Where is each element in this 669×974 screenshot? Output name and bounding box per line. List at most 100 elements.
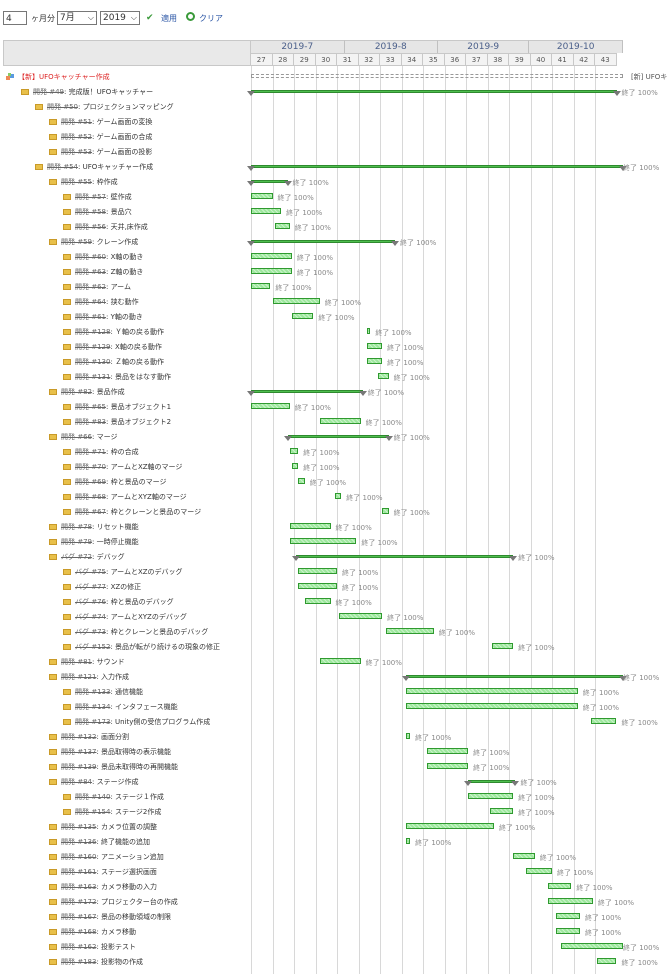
issue-subject[interactable]: 開発 #130: Ｚ軸の戻る動作 bbox=[75, 357, 164, 367]
issue-row[interactable]: 開発 #65: 景品オブジェクト1 bbox=[3, 400, 251, 415]
task-bar[interactable] bbox=[382, 508, 389, 514]
issue-tracker-link[interactable]: 開発 #133 bbox=[75, 688, 111, 696]
issue-row[interactable]: 開発 #51: ゲーム画面の変換 bbox=[3, 115, 251, 130]
issue-subject[interactable]: 開発 #71: 枠の合成 bbox=[75, 447, 139, 457]
task-bar[interactable] bbox=[547, 883, 572, 889]
issue-row[interactable]: 開発 #69: 枠と景品のマージ bbox=[3, 475, 251, 490]
issue-subject[interactable]: バグ #76: 枠と景品のデバッグ bbox=[75, 597, 174, 607]
task-bar[interactable] bbox=[319, 418, 361, 424]
issue-tracker-link[interactable]: 開発 #121 bbox=[61, 673, 97, 681]
issue-subject[interactable]: バグ #152: 景品が転がり続けるの現象の修正 bbox=[75, 642, 220, 652]
issue-tracker-link[interactable]: 開発 #56 bbox=[75, 223, 106, 231]
issue-tracker-link[interactable]: 開発 #69 bbox=[75, 478, 106, 486]
issue-row[interactable]: 開発 #63: Z軸の動き bbox=[3, 265, 251, 280]
issue-row[interactable]: 開発 #172: プロジェクター台の作成 bbox=[3, 895, 251, 910]
issue-subject[interactable]: 開発 #58: 景品穴 bbox=[75, 207, 132, 217]
issue-tracker-link[interactable]: 開発 #57 bbox=[75, 193, 106, 201]
issue-subject[interactable]: 開発 #160: アニメーション追加 bbox=[61, 852, 164, 862]
issue-tracker-link[interactable]: バグ #73 bbox=[75, 628, 106, 636]
issue-row[interactable]: 開発 #56: 天井,床作成 bbox=[3, 220, 251, 235]
task-bar[interactable] bbox=[513, 853, 535, 859]
issue-tracker-link[interactable]: 開発 #65 bbox=[75, 403, 106, 411]
issue-tracker-link[interactable]: バグ #72 bbox=[61, 553, 92, 561]
issue-tracker-link[interactable]: バグ #152 bbox=[75, 643, 111, 651]
task-bar[interactable] bbox=[319, 658, 361, 664]
issue-tracker-link[interactable]: 開発 #84 bbox=[61, 778, 92, 786]
issue-tracker-link[interactable]: 開発 #68 bbox=[75, 493, 106, 501]
issue-row[interactable]: 開発 #71: 枠の合成 bbox=[3, 445, 251, 460]
year-select[interactable]: 2019 ⌵ bbox=[100, 11, 140, 25]
issue-row[interactable]: 開発 #133: 通信機能 bbox=[3, 685, 251, 700]
task-bar[interactable] bbox=[251, 253, 292, 259]
issue-row[interactable]: 開発 #130: Ｚ軸の戻る動作 bbox=[3, 355, 251, 370]
issue-tracker-link[interactable]: 開発 #161 bbox=[61, 868, 97, 876]
issue-tracker-link[interactable]: 開発 #132 bbox=[61, 733, 97, 741]
issue-row[interactable]: 開発 #131: 景品をはなす動作 bbox=[3, 370, 251, 385]
issue-tracker-link[interactable]: 開発 #66 bbox=[61, 433, 92, 441]
issue-tracker-link[interactable]: 開発 #63 bbox=[75, 268, 106, 276]
apply-link[interactable]: 適用 bbox=[161, 14, 177, 23]
issue-tracker-link[interactable]: 開発 #168 bbox=[61, 928, 97, 936]
issue-row[interactable]: 開発 #83: 景品オブジェクト2 bbox=[3, 415, 251, 430]
issue-tracker-link[interactable]: バグ #75 bbox=[75, 568, 106, 576]
issue-tracker-link[interactable]: 開発 #163 bbox=[61, 883, 97, 891]
issue-subject[interactable]: 開発 #57: 壁作成 bbox=[75, 192, 132, 202]
issue-subject[interactable]: 開発 #134: インタフェース機能 bbox=[75, 702, 178, 712]
issue-row[interactable]: 開発 #168: カメラ移動 bbox=[3, 925, 251, 940]
issue-row[interactable]: 開発 #82: 景品作成 bbox=[3, 385, 251, 400]
issue-subject[interactable]: 開発 #163: カメラ移動の入力 bbox=[61, 882, 157, 892]
issue-row[interactable]: 開発 #163: カメラ移動の入力 bbox=[3, 880, 251, 895]
issue-row[interactable]: 開発 #139: 景品未取得時の再開機能 bbox=[3, 760, 251, 775]
issue-row[interactable]: 開発 #137: 景品取得時の表示機能 bbox=[3, 745, 251, 760]
task-bar[interactable] bbox=[489, 808, 514, 814]
issue-subject[interactable]: 開発 #51: ゲーム画面の変換 bbox=[61, 117, 152, 127]
months-count-input[interactable]: 4 bbox=[3, 11, 27, 25]
task-bar[interactable] bbox=[291, 313, 314, 319]
issue-row[interactable]: 開発 #162: 投影テスト bbox=[3, 940, 251, 955]
issue-tracker-link[interactable]: 開発 #183 bbox=[61, 958, 97, 966]
issue-row[interactable]: 開発 #68: アームとXYZ軸のマージ bbox=[3, 490, 251, 505]
task-bar[interactable] bbox=[405, 733, 411, 739]
issue-tracker-link[interactable]: バグ #76 bbox=[75, 598, 106, 606]
task-bar[interactable] bbox=[405, 823, 494, 829]
issue-subject[interactable]: 開発 #66: マージ bbox=[61, 432, 117, 442]
project-label[interactable]: 【新】UFOキャッチャー作成 bbox=[18, 73, 110, 81]
task-bar[interactable] bbox=[251, 283, 271, 289]
issue-subject[interactable]: 開発 #162: 投影テスト bbox=[61, 942, 136, 952]
task-bar[interactable] bbox=[560, 943, 623, 949]
task-bar[interactable] bbox=[427, 763, 469, 769]
task-bar[interactable] bbox=[367, 358, 383, 364]
issue-tracker-link[interactable]: 開発 #79 bbox=[61, 538, 92, 546]
task-bar[interactable] bbox=[251, 208, 282, 214]
issue-subject[interactable]: 開発 #172: プロジェクター台の作成 bbox=[61, 897, 178, 907]
project-row[interactable]: 【新】UFOキャッチャー作成 bbox=[3, 70, 251, 85]
task-bar[interactable] bbox=[251, 193, 273, 199]
issue-tracker-link[interactable]: 開発 #59 bbox=[61, 238, 92, 246]
issue-row[interactable]: 開発 #50: プロジェクションマッピング bbox=[3, 100, 251, 115]
task-bar[interactable] bbox=[556, 928, 580, 934]
issue-subject[interactable]: 開発 #154: ステージ2作成 bbox=[75, 807, 161, 817]
issue-subject[interactable]: 開発 #173: Unity側の受信プログラム作成 bbox=[75, 717, 210, 727]
issue-subject[interactable]: バグ #75: アームとXZのデバッグ bbox=[75, 567, 183, 577]
issue-subject[interactable]: 開発 #84: ステージ作成 bbox=[61, 777, 138, 787]
issue-subject[interactable]: 開発 #133: 通信機能 bbox=[75, 687, 143, 697]
issue-subject[interactable]: 開発 #135: カメラ位置の調整 bbox=[61, 822, 157, 832]
task-bar[interactable] bbox=[386, 628, 434, 634]
task-bar[interactable] bbox=[339, 613, 383, 619]
issue-subject[interactable]: バグ #74: アームとXYZのデバッグ bbox=[75, 612, 187, 622]
issue-tracker-link[interactable]: バグ #74 bbox=[75, 613, 106, 621]
task-bar[interactable] bbox=[367, 328, 371, 334]
issue-row[interactable]: 開発 #128: Ｙ軸の戻る動作 bbox=[3, 325, 251, 340]
issue-row[interactable]: 開発 #183: 投影物の作成 bbox=[3, 955, 251, 970]
issue-tracker-link[interactable]: 開発 #64 bbox=[75, 298, 106, 306]
issue-row[interactable]: 開発 #134: インタフェース機能 bbox=[3, 700, 251, 715]
issue-tracker-link[interactable]: 開発 #173 bbox=[75, 718, 111, 726]
task-bar[interactable] bbox=[377, 373, 389, 379]
issue-tracker-link[interactable]: 開発 #128 bbox=[75, 328, 111, 336]
task-bar[interactable] bbox=[468, 793, 514, 799]
issue-row[interactable]: 開発 #57: 壁作成 bbox=[3, 190, 251, 205]
issue-subject[interactable]: 開発 #140: ステージ１作成 bbox=[75, 792, 164, 802]
issue-row[interactable]: バグ #75: アームとXZのデバッグ bbox=[3, 565, 251, 580]
issue-subject[interactable]: 開発 #49: 完成版！UFOキャッチャー bbox=[33, 87, 153, 97]
issue-row[interactable]: 開発 #59: クレーン作成 bbox=[3, 235, 251, 250]
